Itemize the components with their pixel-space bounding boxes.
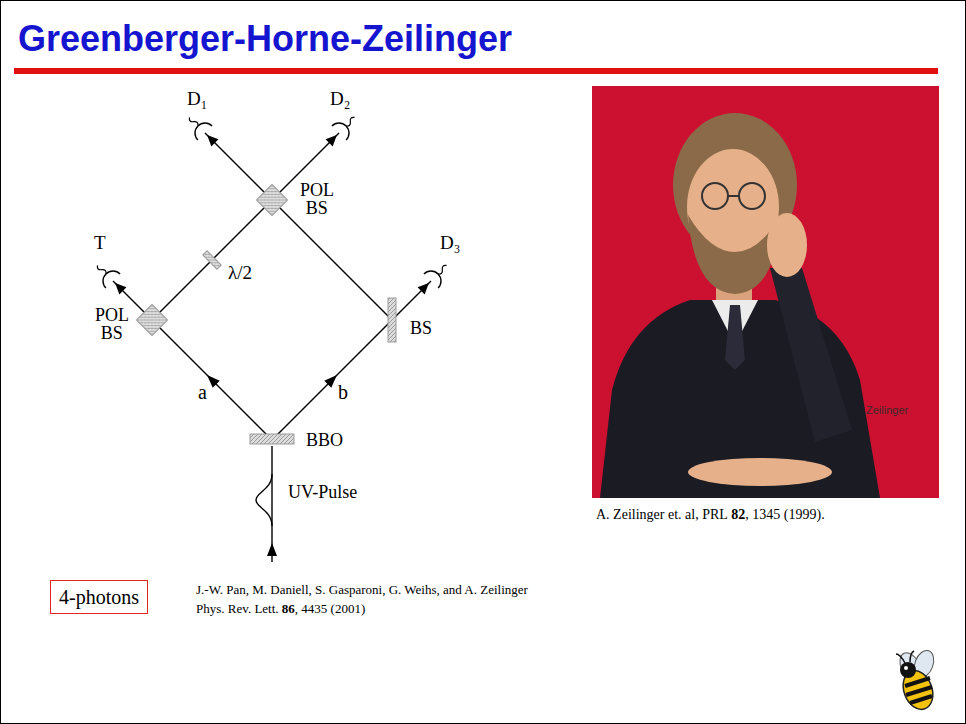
beam-arrowheads bbox=[204, 372, 341, 556]
detector-d3 bbox=[414, 258, 454, 298]
component-label: λ/2 bbox=[228, 262, 252, 284]
detector-label: D₂ bbox=[330, 88, 350, 110]
beam-a bbox=[152, 320, 272, 440]
beam bbox=[205, 133, 272, 200]
volume-number: 82 bbox=[731, 507, 745, 522]
detector-d1 bbox=[182, 110, 222, 150]
reference-line: A. Zeilinger et. al, PRL82, 1345 (1999). bbox=[596, 507, 825, 523]
volume-number: 86 bbox=[282, 601, 295, 616]
beam-label: a bbox=[198, 381, 207, 404]
component-label: POL BS bbox=[95, 306, 128, 342]
arrowhead bbox=[267, 543, 277, 556]
bee-mascot bbox=[896, 648, 938, 714]
detector-t bbox=[90, 258, 130, 298]
reference-text: , 1345 (1999). bbox=[745, 507, 824, 522]
reference-text: , 4435 (2001) bbox=[295, 601, 365, 616]
detector-label: T bbox=[94, 232, 106, 254]
reference-line: Phys. Rev. Lett.86, 4435 (2001) bbox=[196, 601, 365, 617]
title-rule bbox=[14, 68, 938, 74]
photo-watermark: Zeilinger bbox=[866, 404, 908, 417]
reference-text: A. Zeilinger et. al, PRL bbox=[596, 507, 728, 522]
beam bbox=[152, 200, 272, 320]
beam-label: b bbox=[338, 381, 348, 404]
portrait-photo bbox=[592, 86, 939, 498]
reference-text: Phys. Rev. Lett. bbox=[196, 601, 279, 616]
box-text: 4-photons bbox=[59, 585, 139, 609]
reference-text: J.-W. Pan, M. Daniell, S. Gasparoni, G. … bbox=[196, 582, 528, 597]
bbo-crystal bbox=[250, 434, 294, 444]
component-label: BS bbox=[410, 318, 432, 339]
slide-title: Greenberger-Horne-Zeilinger bbox=[18, 18, 512, 60]
beam bbox=[272, 200, 392, 320]
detector-label: D₃ bbox=[440, 232, 460, 254]
uv-pulse-shape bbox=[256, 474, 272, 526]
detector-label: D₁ bbox=[187, 88, 207, 110]
detector-d2 bbox=[322, 110, 362, 150]
polarizing-beam-splitter bbox=[256, 184, 287, 215]
beam-paths bbox=[113, 133, 431, 562]
component-label: BBO bbox=[306, 430, 343, 451]
polarizing-beam-splitter bbox=[136, 304, 167, 335]
beam-b bbox=[272, 320, 392, 440]
component-label: POL BS bbox=[300, 181, 333, 217]
outlined-box: 4-photons bbox=[50, 580, 148, 614]
reference-line: J.-W. Pan, M. Daniell, S. Gasparoni, G. … bbox=[196, 582, 528, 598]
pulse-label: UV-Pulse bbox=[288, 482, 357, 503]
beam-splitter bbox=[388, 298, 396, 342]
half-wave-plate bbox=[203, 251, 221, 269]
